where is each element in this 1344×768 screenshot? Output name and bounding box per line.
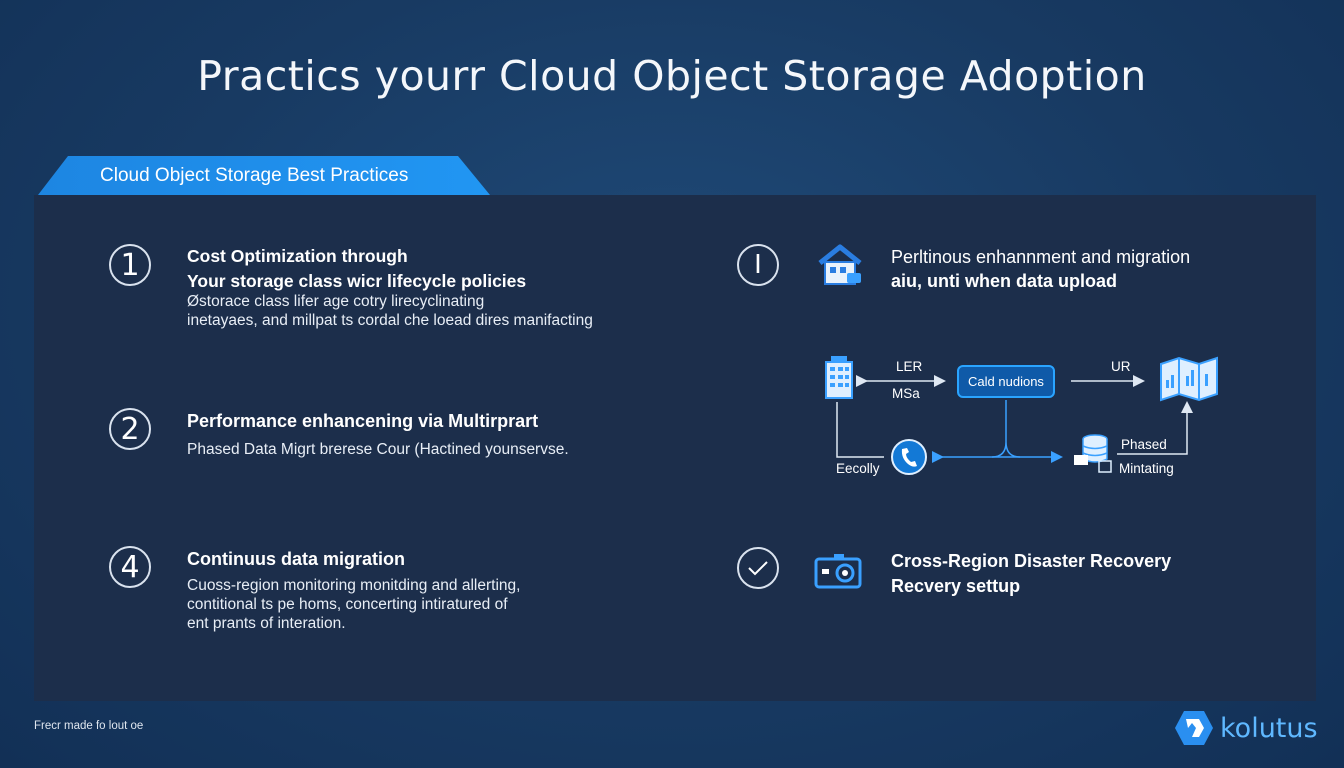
diagram-label-ler: LER	[896, 359, 923, 374]
building-icon	[825, 356, 853, 399]
camera-icon	[814, 551, 864, 596]
arrow-building-down	[836, 402, 884, 458]
right-item-1-heading-line-2: aiu, unti when data upload	[891, 271, 1118, 291]
item-2-heading: Performance enhancening via Multirprart	[187, 411, 539, 431]
badge-4-text: 4	[120, 549, 140, 585]
diagram-label-eecolly: Eecolly	[836, 461, 880, 476]
section-banner: Cloud Object Storage Best Practices	[38, 156, 490, 195]
brand: kolutus	[1174, 709, 1318, 747]
badge-4: 4	[109, 546, 151, 588]
badge-i: I	[737, 244, 779, 286]
brand-name: kolutus	[1220, 712, 1318, 744]
house-icon	[815, 243, 865, 292]
item-1-body-line-1: Østorace class lifer age cotry lirecycli…	[187, 293, 485, 310]
badge-2-text: 2	[120, 411, 140, 447]
phone-icon	[891, 439, 927, 475]
diagram-label-phased: Phased	[1121, 437, 1167, 452]
page-title: Practics yourr Cloud Object Storage Adop…	[197, 52, 1147, 100]
connector-center-down	[991, 400, 1021, 458]
item-3-body-line-3: ent prants of interation.	[187, 615, 346, 632]
brand-logo-icon	[1175, 711, 1213, 745]
diagram-label-msa: MSa	[892, 386, 920, 401]
database-icon	[1074, 434, 1112, 473]
item-1-heading-line-1: Cost Optimization through	[187, 246, 408, 266]
badge-i-text: I	[754, 250, 762, 280]
footnote: Frecr made fo lout oe	[34, 720, 144, 732]
right-item-3-heading-line-1: Cross-Region Disaster Recovery	[891, 551, 1172, 571]
diagram-center-node: Cald nudions	[957, 365, 1055, 398]
badge-2: 2	[109, 408, 151, 450]
item-2-body: Phased Data Migrt brerese Cour (Hactined…	[187, 441, 569, 458]
item-3-body-line-1: Cuoss-region monitoring monitding and al…	[187, 577, 521, 594]
badge-check	[737, 547, 779, 589]
diagram-label-ur: UR	[1111, 359, 1131, 374]
right-item-1-heading-line-1: Perltinous enhannment and migration	[891, 247, 1191, 267]
item-3-heading: Continuus data migration	[187, 549, 405, 569]
banner-label: Cloud Object Storage Best Practices	[100, 165, 409, 186]
right-item-3-heading-line-2: Recvery settup	[891, 576, 1021, 596]
item-3-body-line-2: contitional ts pe homs, concerting intir…	[187, 596, 508, 613]
badge-1-text: 1	[120, 247, 140, 283]
item-1-heading-line-2: Your storage class wicr lifecycle polici…	[187, 271, 527, 291]
item-1-body-line-2: inetayaes, and millpat ts cordal che loe…	[187, 312, 593, 329]
diagram-label-mintating: Mintating	[1119, 461, 1174, 476]
check-icon	[748, 561, 768, 576]
badge-1: 1	[109, 244, 151, 286]
arrow-db-map	[1117, 401, 1193, 455]
map-icon	[1160, 356, 1218, 402]
